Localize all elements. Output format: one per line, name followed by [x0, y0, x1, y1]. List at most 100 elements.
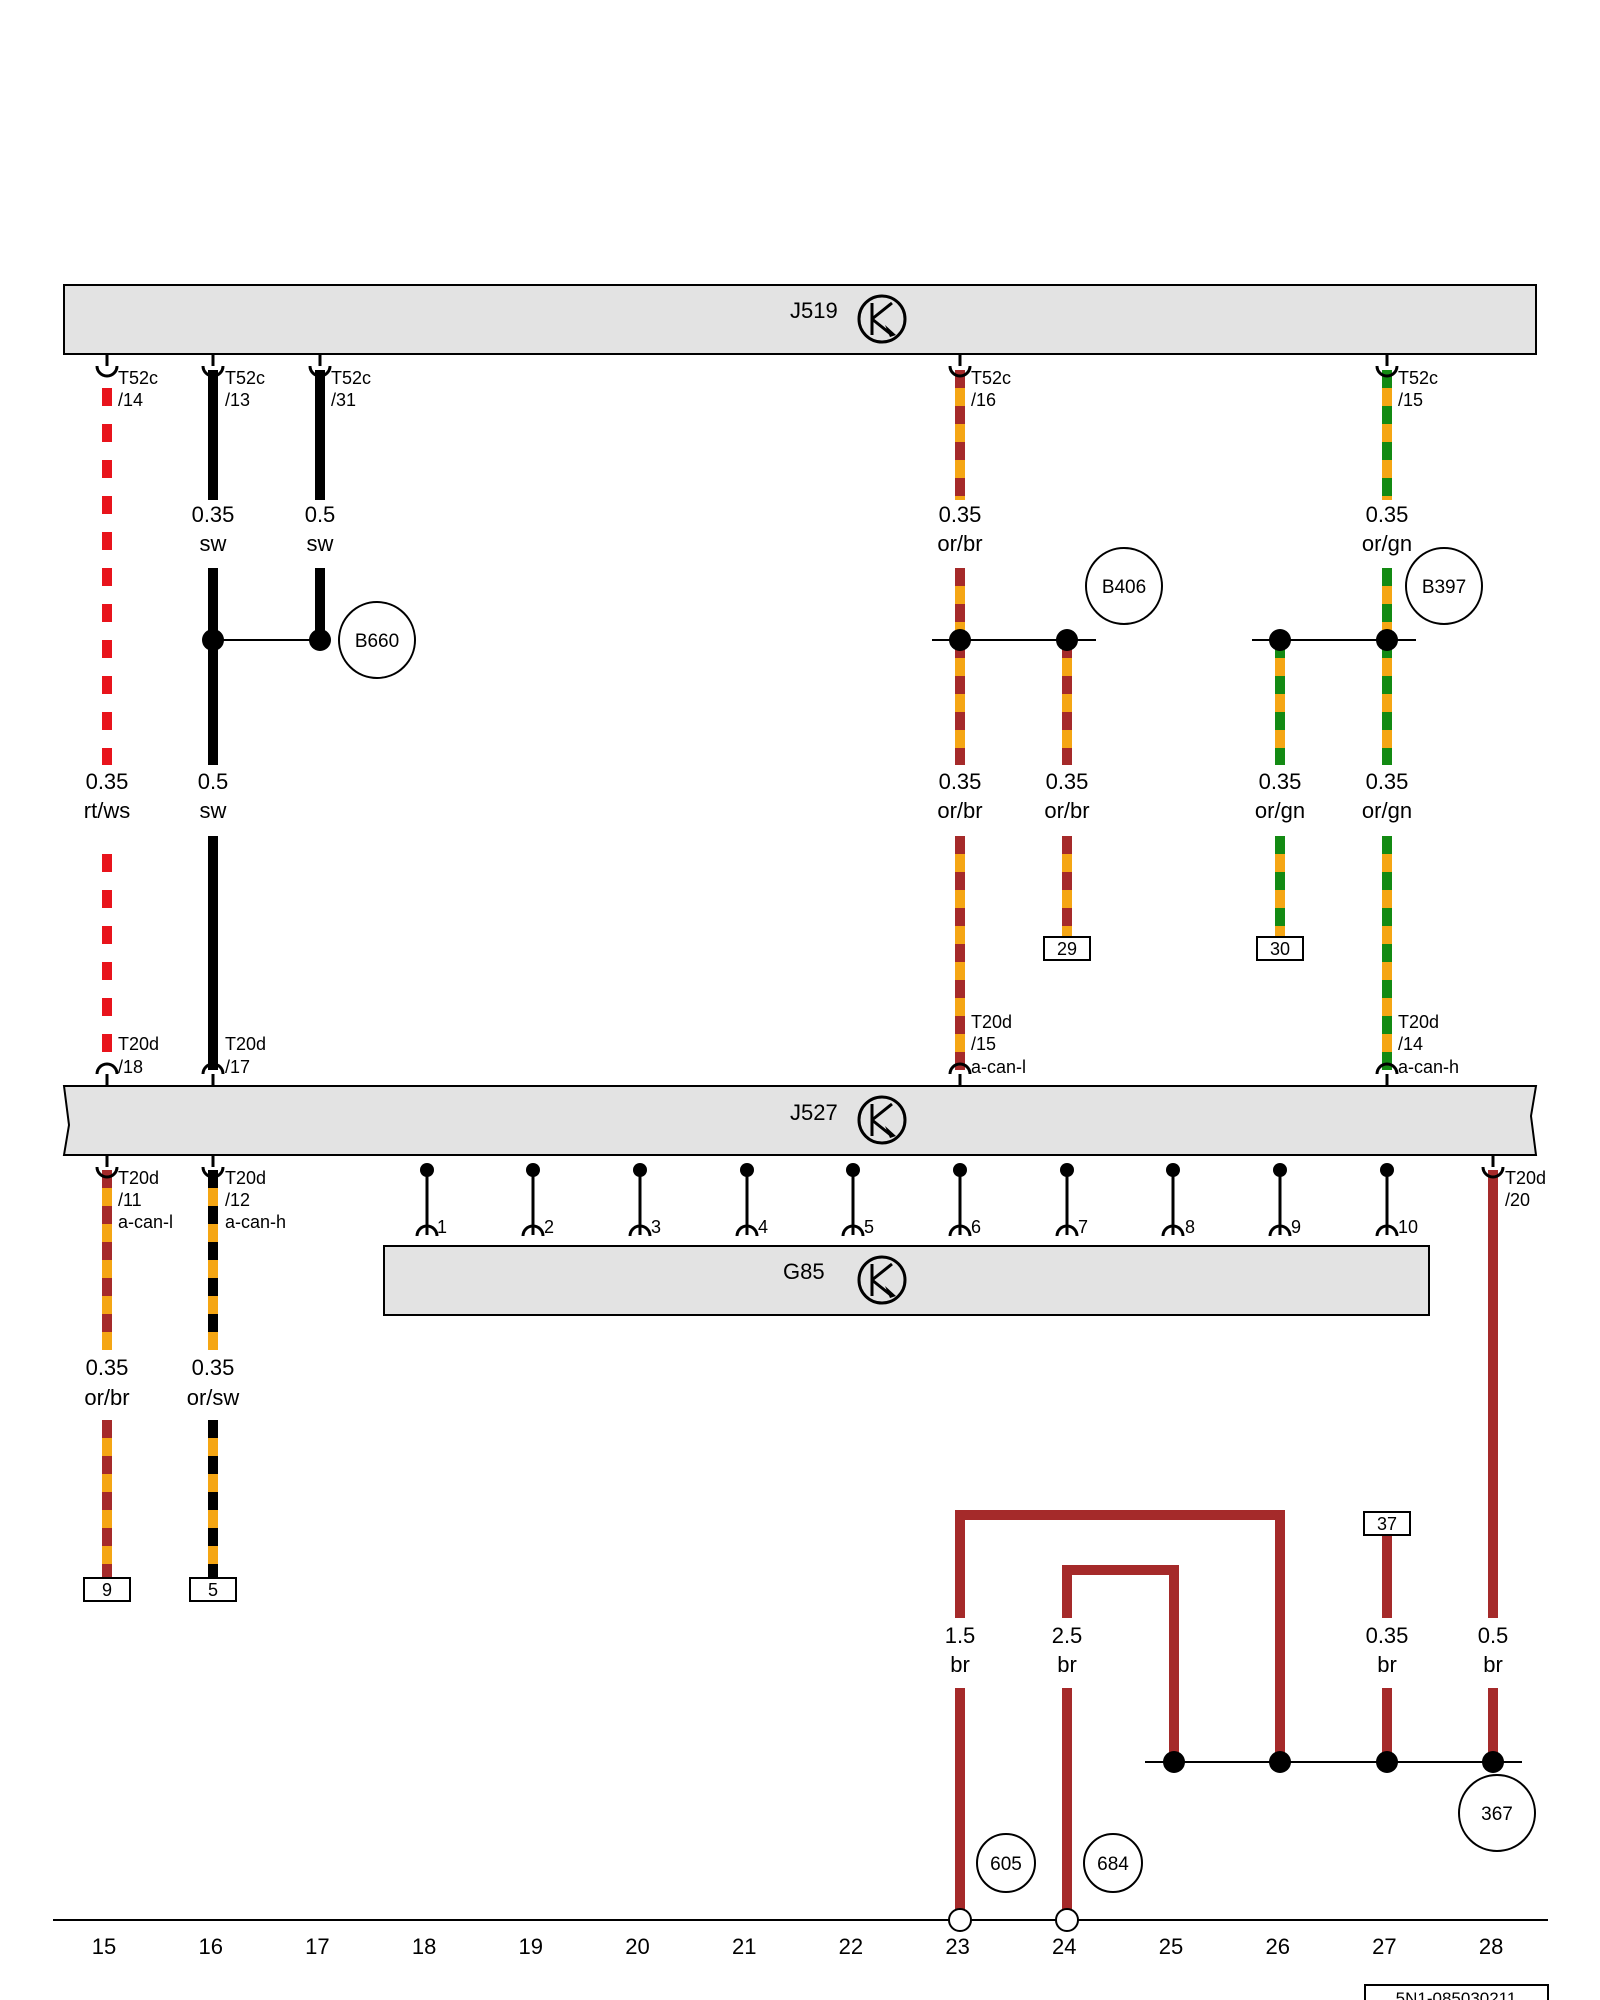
g85-pin-stub [415, 1163, 439, 1237]
reference-box-5[interactable]: 5 [189, 1577, 237, 1602]
connector-label: T20d /20 [1505, 1168, 1546, 1210]
svg-text:B406: B406 [1102, 577, 1146, 598]
svg-text:B660: B660 [355, 631, 399, 652]
wire-label: 0.5 br [1478, 1623, 1509, 1677]
svg-text:367: 367 [1481, 1804, 1513, 1825]
svg-text:0.5: 0.5 [305, 502, 336, 527]
svg-text:or/br: or/br [84, 1385, 129, 1410]
connector-pin-icon [1375, 354, 1399, 378]
column-number: 17 [305, 1934, 329, 1959]
column-number: 26 [1265, 1934, 1289, 1959]
component-label: J519 [790, 298, 838, 323]
connector-label: T52c /13 [225, 368, 265, 410]
ground-point-684[interactable]: 684 [1083, 1833, 1143, 1893]
document-id-box: 5N1-085030211 [1364, 1984, 1549, 2000]
svg-text:684: 684 [1097, 1854, 1129, 1875]
svg-text:/13: /13 [225, 390, 250, 410]
wire-label: 0.35 or/br [937, 502, 982, 556]
ground-point-b397[interactable]: B397 [1405, 547, 1483, 625]
reference-box-9[interactable]: 9 [83, 1577, 131, 1602]
svg-text:rt/ws: rt/ws [84, 798, 130, 823]
svg-text:br: br [1483, 1652, 1503, 1677]
reference-box-29[interactable]: 29 [1043, 936, 1091, 961]
svg-text:sw: sw [200, 798, 227, 823]
ground-point-b406[interactable]: B406 [1085, 547, 1163, 625]
bus-lines [213, 639, 1522, 1763]
svg-text:0.35: 0.35 [939, 502, 982, 527]
wire-label: 0.35 or/br [1044, 769, 1089, 823]
column-number: 16 [198, 1934, 222, 1959]
ground-point-605[interactable]: 605 [976, 1833, 1036, 1893]
svg-text:1: 1 [437, 1217, 447, 1237]
svg-text:0.35: 0.35 [1366, 769, 1409, 794]
svg-text:7: 7 [1078, 1217, 1088, 1237]
reference-boxes: 29 30 9 5 37 [83, 936, 1411, 1602]
ground-points: B660 B406 B397 367 605 684 [338, 547, 1536, 1893]
svg-text:/14: /14 [1398, 1034, 1423, 1054]
svg-text:sw: sw [307, 531, 334, 556]
connector-pin-icon [201, 1155, 225, 1179]
column-number: 22 [839, 1934, 863, 1959]
svg-text:B397: B397 [1422, 577, 1466, 598]
svg-text:2.5: 2.5 [1052, 1623, 1083, 1648]
svg-text:0.35: 0.35 [192, 502, 235, 527]
ground-point-b660[interactable]: B660 [338, 601, 416, 679]
wire-label: 0.35 or/sw [187, 1355, 240, 1410]
svg-text:or/br: or/br [937, 798, 982, 823]
g85-pin-stub [1375, 1163, 1399, 1237]
g85-pin-stub [948, 1163, 972, 1237]
svg-text:br: br [1377, 1652, 1397, 1677]
svg-text:0.35: 0.35 [1046, 769, 1089, 794]
connector-pin-icon [95, 354, 119, 378]
component-g85[interactable]: G85 [383, 1245, 1430, 1316]
svg-text:T52c: T52c [225, 368, 265, 388]
svg-text:0.35: 0.35 [1366, 1623, 1409, 1648]
svg-text:3: 3 [651, 1217, 661, 1237]
ground-point-367[interactable]: 367 [1458, 1774, 1536, 1852]
reference-box-37[interactable]: 37 [1363, 1511, 1411, 1536]
svg-text:/31: /31 [331, 390, 356, 410]
reference-box-30[interactable]: 30 [1256, 936, 1304, 961]
svg-text:or/gn: or/gn [1362, 531, 1412, 556]
svg-text:9: 9 [1291, 1217, 1301, 1237]
connector-label: T20d /12 a-can-h [225, 1168, 286, 1232]
svg-text:/17: /17 [225, 1057, 250, 1077]
wire-label: 1.5 br [945, 1623, 976, 1677]
connector-label: T52c /14 [118, 368, 158, 410]
svg-text:2: 2 [544, 1217, 554, 1237]
component-j519[interactable]: J519 [63, 284, 1537, 355]
connector-label: T52c /16 [971, 368, 1011, 410]
wire-layer [102, 370, 1498, 1910]
svg-text:605: 605 [990, 1854, 1022, 1875]
connector-pins [95, 354, 1505, 1237]
wire-labels: 0.35 sw 0.5 sw 0.35 or/br 0.35 or/gn 0.3… [84, 502, 1509, 1677]
component-j527[interactable]: J527 [62, 1085, 1538, 1156]
connector-pin-icon [1375, 1062, 1399, 1086]
connector-label: T52c /31 [331, 368, 371, 410]
svg-text:/12: /12 [225, 1190, 250, 1210]
connector-pin-icon [201, 354, 225, 378]
component-label: J527 [790, 1100, 838, 1125]
g85-pin-stub [1268, 1163, 1292, 1237]
wire-label: 0.35 or/gn [1255, 769, 1305, 823]
column-number: 21 [732, 1934, 756, 1959]
svg-text:T20d: T20d [118, 1034, 159, 1054]
svg-text:/20: /20 [1505, 1190, 1530, 1210]
svg-text:0.35: 0.35 [939, 769, 982, 794]
connector-labels: T52c /14 T52c /13 T52c /31 T52c /16 T52c… [118, 368, 1546, 1232]
svg-text:T20d: T20d [225, 1168, 266, 1188]
svg-text:T52c: T52c [118, 368, 158, 388]
connector-label: T20d /11 a-can-l [118, 1168, 173, 1232]
connector-pin-icon [948, 354, 972, 378]
svg-text:6: 6 [971, 1217, 981, 1237]
svg-text:8: 8 [1185, 1217, 1195, 1237]
svg-text:or/gn: or/gn [1255, 798, 1305, 823]
svg-text:29: 29 [1057, 939, 1077, 959]
svg-text:1.5: 1.5 [945, 1623, 976, 1648]
bottom-rail [53, 1908, 1548, 1932]
wire-label: 0.35 or/br [84, 1355, 129, 1410]
svg-text:T20d: T20d [971, 1012, 1012, 1032]
wire-label: 0.35 sw [192, 502, 235, 556]
